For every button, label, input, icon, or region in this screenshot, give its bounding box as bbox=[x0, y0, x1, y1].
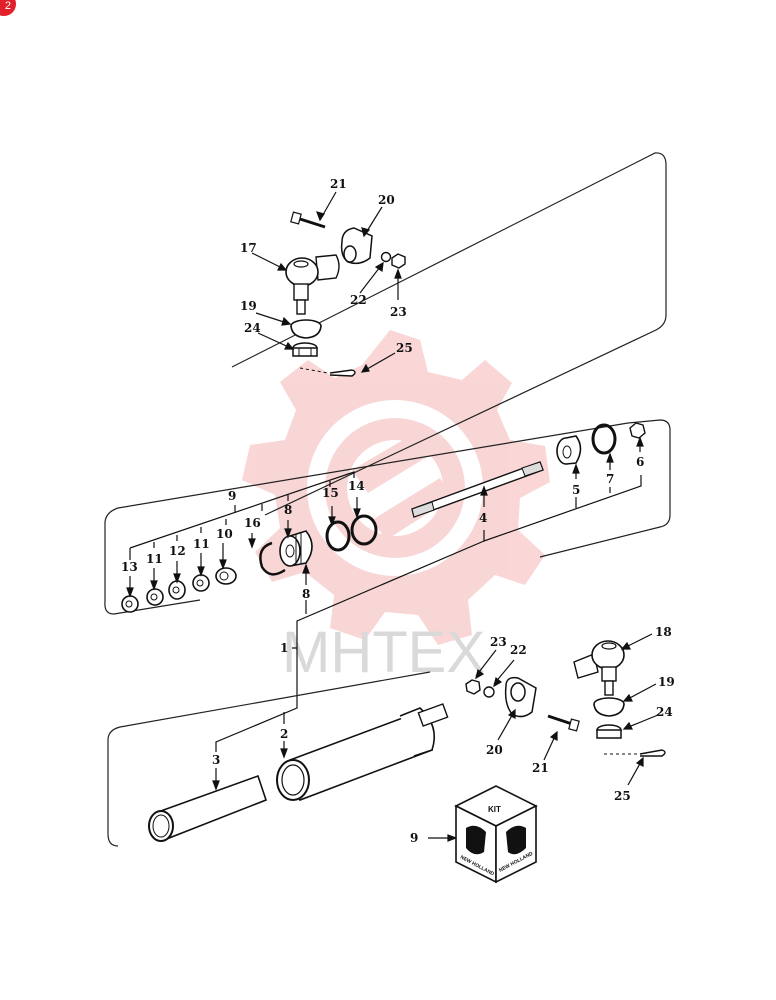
snap-ring-16 bbox=[259, 541, 286, 576]
callout-11: 11 bbox=[146, 552, 163, 566]
piston-8 bbox=[279, 530, 313, 567]
corner-badge: 2 bbox=[0, 0, 16, 16]
piston-rod bbox=[411, 461, 544, 518]
new-holland-logo-icon bbox=[506, 825, 526, 855]
o-ring-7 bbox=[591, 423, 617, 455]
callout-21: 21 bbox=[532, 761, 549, 775]
callout-9: 9 bbox=[410, 831, 418, 845]
tie-rod-end-17 bbox=[285, 254, 340, 315]
callout-17: 17 bbox=[240, 241, 257, 255]
seal-15 bbox=[325, 520, 351, 552]
callout-8: 8 bbox=[302, 587, 310, 601]
callout-23: 23 bbox=[390, 305, 407, 319]
axis-line bbox=[299, 367, 329, 374]
callout-6: 6 bbox=[636, 455, 644, 469]
nut-13 bbox=[121, 595, 139, 613]
callout-10: 10 bbox=[216, 527, 233, 541]
gland-5 bbox=[556, 435, 582, 465]
callout-21: 21 bbox=[330, 177, 347, 191]
callout-12: 12 bbox=[169, 544, 186, 558]
callout-13: 13 bbox=[121, 560, 138, 574]
leader-lines-top bbox=[251, 191, 402, 373]
callout-9: 9 bbox=[228, 489, 236, 503]
seal-14 bbox=[350, 514, 378, 546]
kit-label: KIT bbox=[488, 805, 501, 814]
callout-19: 19 bbox=[658, 675, 675, 689]
callout-4: 4 bbox=[479, 511, 487, 525]
callout-3: 3 bbox=[212, 753, 220, 767]
leader-lines-middle bbox=[126, 436, 644, 791]
callout-25: 25 bbox=[396, 341, 413, 355]
callout-14: 14 bbox=[348, 479, 365, 493]
callout-22: 22 bbox=[510, 643, 527, 657]
leader-lines-bottom bbox=[428, 633, 659, 842]
callout-labels: 21 20 17 19 24 22 23 25 9 15 14 8 16 10 … bbox=[121, 177, 675, 845]
watermark-text: MHTEX bbox=[282, 620, 485, 685]
callout-8: 8 bbox=[284, 503, 292, 517]
kit-box bbox=[454, 785, 538, 884]
washer-bottom bbox=[483, 686, 495, 698]
callout-16: 16 bbox=[244, 516, 261, 530]
callout-20: 20 bbox=[378, 193, 395, 207]
callout-22: 22 bbox=[350, 293, 367, 307]
castle-nut-bottom bbox=[596, 724, 622, 739]
callout-24: 24 bbox=[244, 321, 261, 335]
cylinder-barrel-2 bbox=[276, 703, 449, 802]
washer-11a bbox=[146, 588, 164, 606]
callout-2: 2 bbox=[280, 727, 288, 741]
boot-bottom bbox=[593, 697, 625, 717]
tie-rod-end-18 bbox=[573, 640, 625, 696]
clamp-top bbox=[340, 227, 373, 265]
bottom-panel-outline bbox=[107, 671, 431, 847]
callout-5: 5 bbox=[572, 483, 580, 497]
callout-1: 1 bbox=[280, 641, 288, 655]
clamp-bottom bbox=[504, 676, 537, 718]
new-holland-logo-icon bbox=[466, 825, 486, 855]
tube-3 bbox=[148, 774, 267, 842]
bolt-top bbox=[290, 211, 326, 230]
cotter-pin-bottom bbox=[639, 749, 666, 757]
nut-top bbox=[391, 253, 406, 269]
washer-top bbox=[380, 251, 392, 263]
castle-nut-top bbox=[292, 342, 318, 357]
callout-19: 19 bbox=[240, 299, 257, 313]
cotter-pin-top bbox=[329, 369, 356, 377]
callout-25: 25 bbox=[614, 789, 631, 803]
top-panel-outline bbox=[231, 152, 667, 516]
callout-18: 18 bbox=[655, 625, 672, 639]
watermark-gear-icon bbox=[242, 330, 550, 645]
callout-11: 11 bbox=[193, 537, 210, 551]
callout-7: 7 bbox=[606, 472, 614, 486]
nut-bottom bbox=[465, 679, 481, 695]
nut-6 bbox=[629, 422, 646, 439]
boot-top bbox=[290, 319, 322, 339]
callout-23: 23 bbox=[490, 635, 507, 649]
callout-15: 15 bbox=[322, 486, 339, 500]
callout-20: 20 bbox=[486, 743, 503, 757]
callout-24: 24 bbox=[656, 705, 673, 719]
middle-panel-outline bbox=[104, 419, 671, 615]
bolt-bottom bbox=[547, 714, 580, 732]
seal-10 bbox=[215, 567, 237, 585]
washer-11b bbox=[192, 574, 210, 592]
